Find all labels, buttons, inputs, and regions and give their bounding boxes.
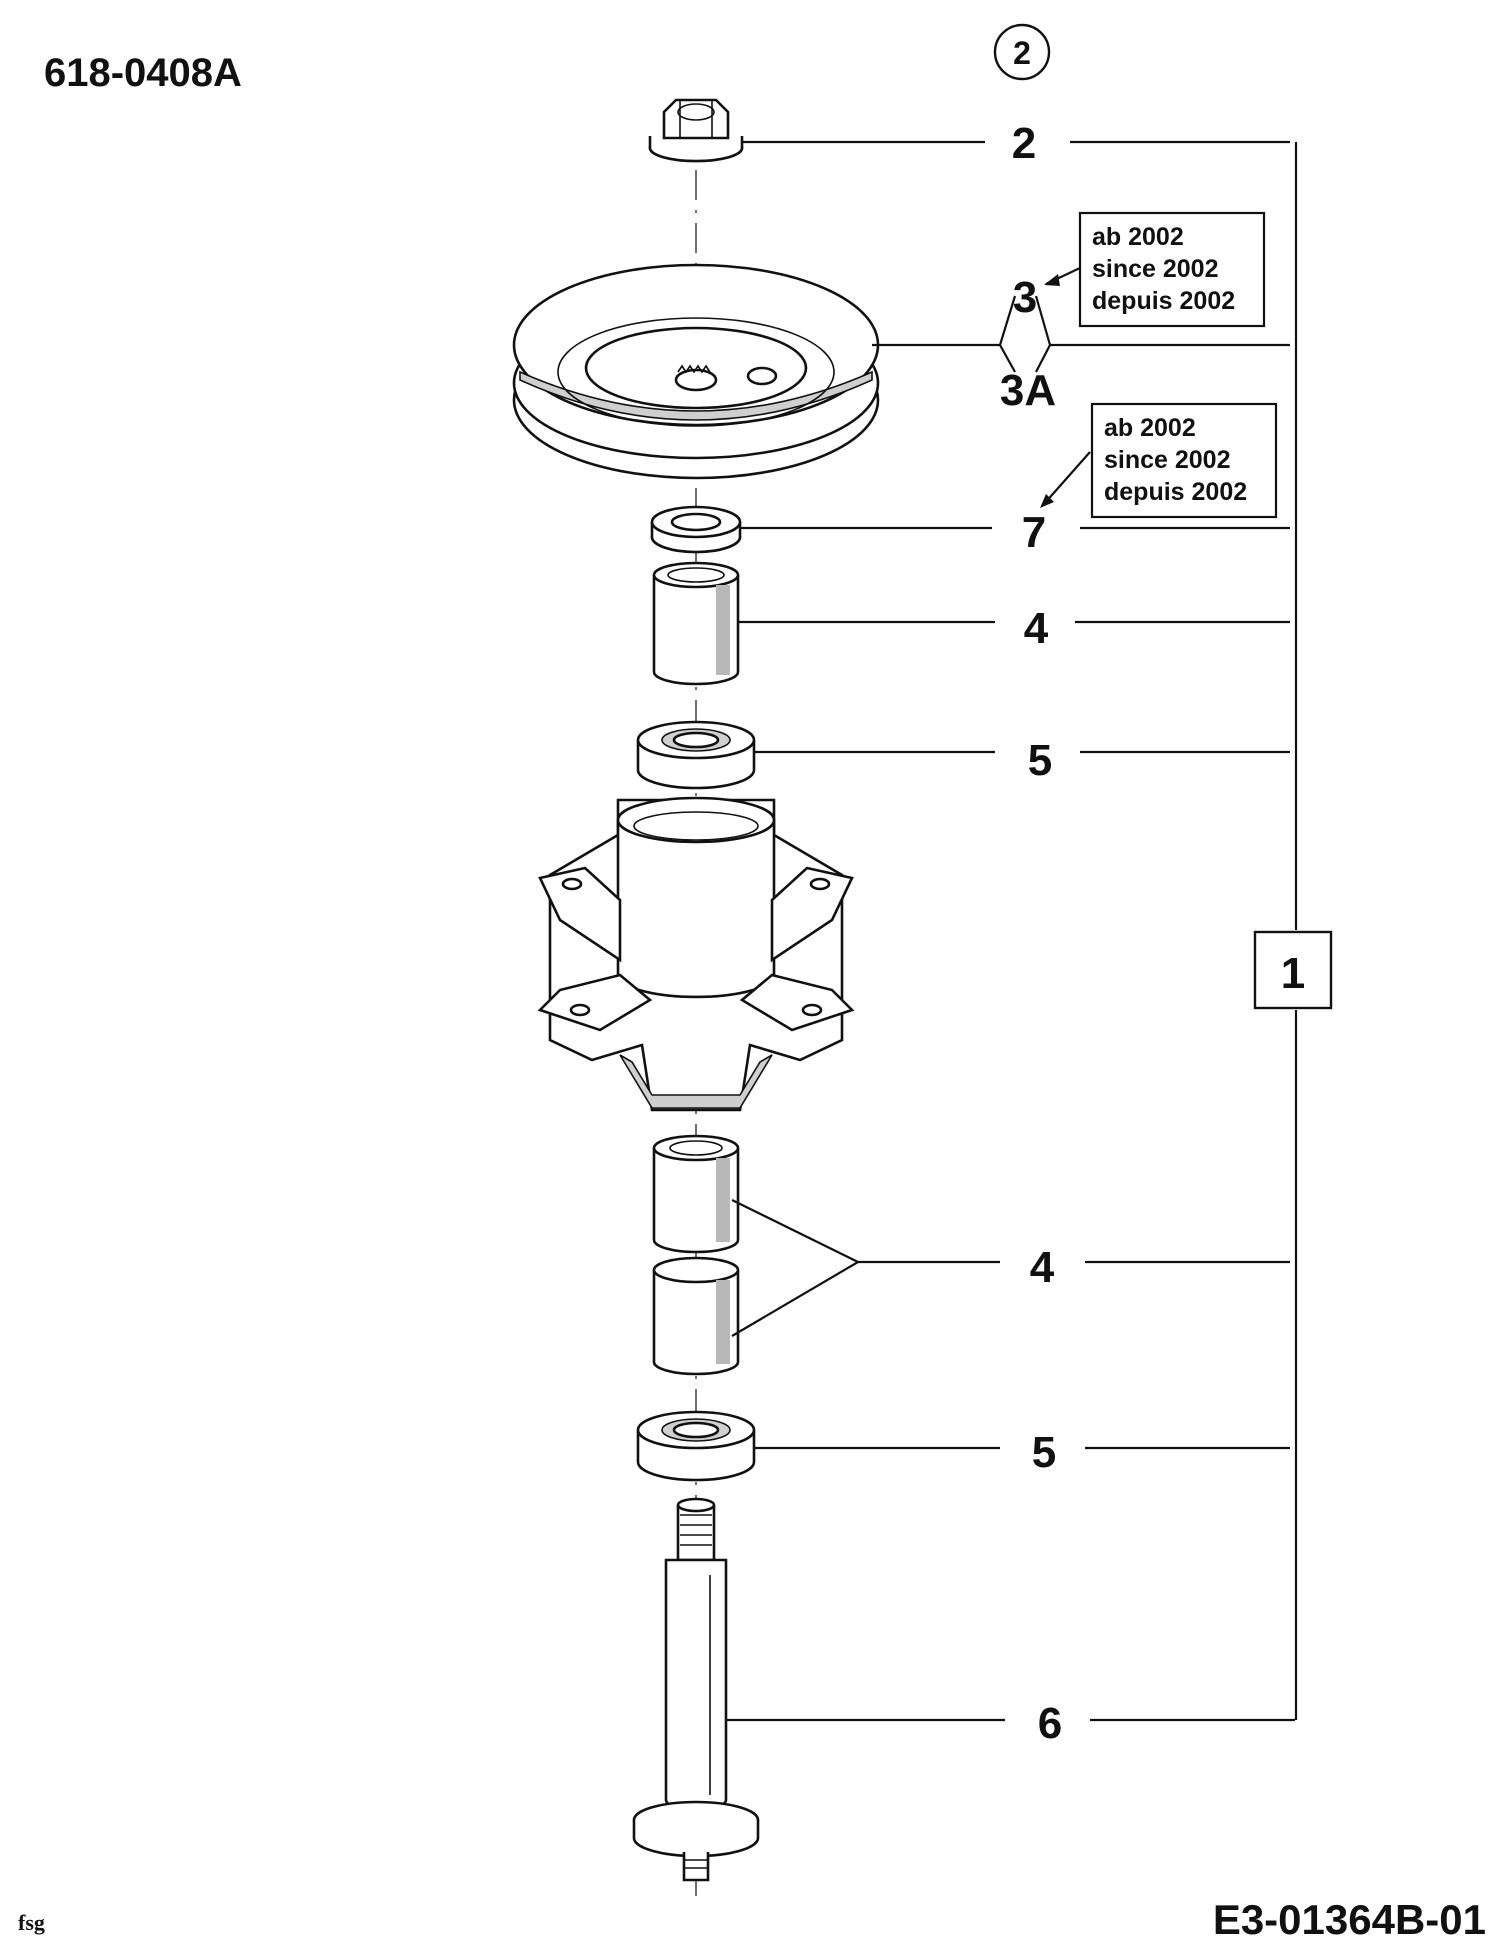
washer-part xyxy=(650,505,742,554)
note-box-part-7: ab 2002 since 2002 depuis 2002 xyxy=(1040,402,1278,519)
spacer-upper-part xyxy=(652,561,740,686)
callout-3: 3 xyxy=(1013,273,1037,322)
callout-4-lower: 4 xyxy=(1030,1243,1055,1292)
spacer-lower-part xyxy=(652,1134,740,1376)
callout-6: 6 xyxy=(1038,1699,1062,1748)
callout-5-lower: 5 xyxy=(1032,1428,1056,1477)
pulley-part xyxy=(512,263,880,480)
bearing-lower-part xyxy=(636,1410,756,1482)
page-marker-number: 2 xyxy=(1013,35,1031,71)
note-3-line3: depuis 2002 xyxy=(1092,287,1235,315)
note-3-line2: since 2002 xyxy=(1092,255,1219,283)
footer-left-tag: fsg xyxy=(18,1910,45,1935)
callout-7: 7 xyxy=(1022,508,1046,557)
flange-nut-part xyxy=(648,98,744,163)
note-7-arrow xyxy=(1043,451,1091,505)
callout-3a: 3A xyxy=(1000,366,1056,415)
assembly-box: 1 xyxy=(1253,930,1333,1010)
note-7-line3: depuis 2002 xyxy=(1104,478,1247,506)
diagram-id: E3-01364B-01 xyxy=(1213,1896,1486,1943)
callout-5-upper: 5 xyxy=(1028,736,1052,785)
page-marker: 2 xyxy=(993,23,1051,81)
page-marker-circle xyxy=(993,23,1051,81)
bearing-upper-part xyxy=(636,720,756,790)
note-box-part-3: ab 2002 since 2002 depuis 2002 xyxy=(1044,211,1266,328)
callout-2: 2 xyxy=(1012,119,1036,168)
spindle-housing-part xyxy=(537,796,855,1112)
callout-4-upper: 4 xyxy=(1024,604,1049,653)
note-7-line1: ab 2002 xyxy=(1104,414,1196,442)
spindle-shaft-part xyxy=(632,1497,760,1882)
leader-lines xyxy=(726,140,1298,1722)
note-3-line1: ab 2002 xyxy=(1092,223,1184,251)
model-code: 618-0408A xyxy=(44,51,242,95)
note-7-line2: since 2002 xyxy=(1104,446,1231,474)
assembly-box-label: 1 xyxy=(1281,949,1305,998)
